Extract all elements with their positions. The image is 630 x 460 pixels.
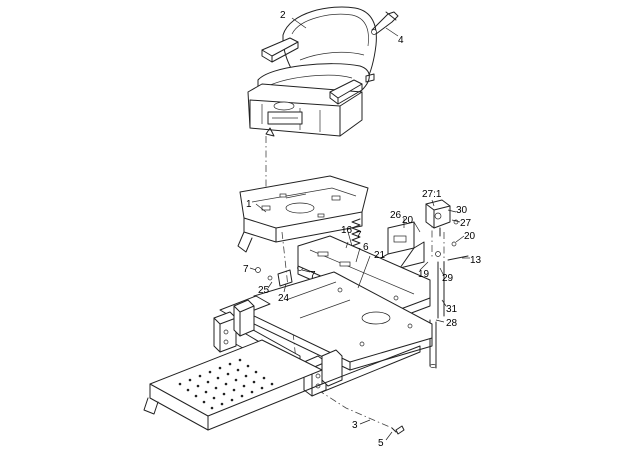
callout-1: 1 (246, 199, 252, 210)
callout-3: 3 (352, 420, 358, 431)
callout-7-upper: 7 (356, 230, 362, 241)
callout-6: 6 (363, 242, 369, 253)
callout-13: 13 (470, 255, 482, 266)
callout-labels: 2 4 1 16 7 6 21 7 7 25 24 26 20 27:1 30 … (243, 10, 482, 449)
callout-2: 2 (280, 10, 286, 21)
seat-latch-bracket (373, 221, 425, 269)
callout-25: 25 (258, 285, 270, 296)
seat-switch (425, 199, 451, 237)
callout-5: 5 (378, 438, 384, 449)
callout-20-left: 20 (402, 215, 414, 226)
leader-lines (249, 17, 470, 441)
callout-28: 28 (446, 318, 458, 329)
callout-31: 31 (446, 304, 458, 315)
callout-16: 16 (341, 225, 353, 236)
callout-27: 27 (460, 218, 472, 229)
chassis-frame (143, 235, 433, 431)
callout-19: 19 (418, 269, 430, 280)
seat-assembly (247, 6, 399, 137)
callout-21: 21 (374, 250, 386, 261)
callout-24: 24 (278, 293, 290, 304)
callout-4: 4 (398, 35, 404, 46)
callout-29: 29 (442, 273, 454, 284)
floor-pan-holes (178, 358, 274, 410)
callout-7-mid: 7 (310, 270, 316, 281)
callout-26: 26 (390, 210, 402, 221)
callout-20-right: 20 (464, 231, 476, 242)
callout-30: 30 (456, 205, 468, 216)
callout-27-1: 27:1 (422, 189, 442, 200)
cable (391, 425, 405, 435)
seat-mount-plate (237, 175, 369, 253)
callout-7-left: 7 (243, 264, 249, 275)
